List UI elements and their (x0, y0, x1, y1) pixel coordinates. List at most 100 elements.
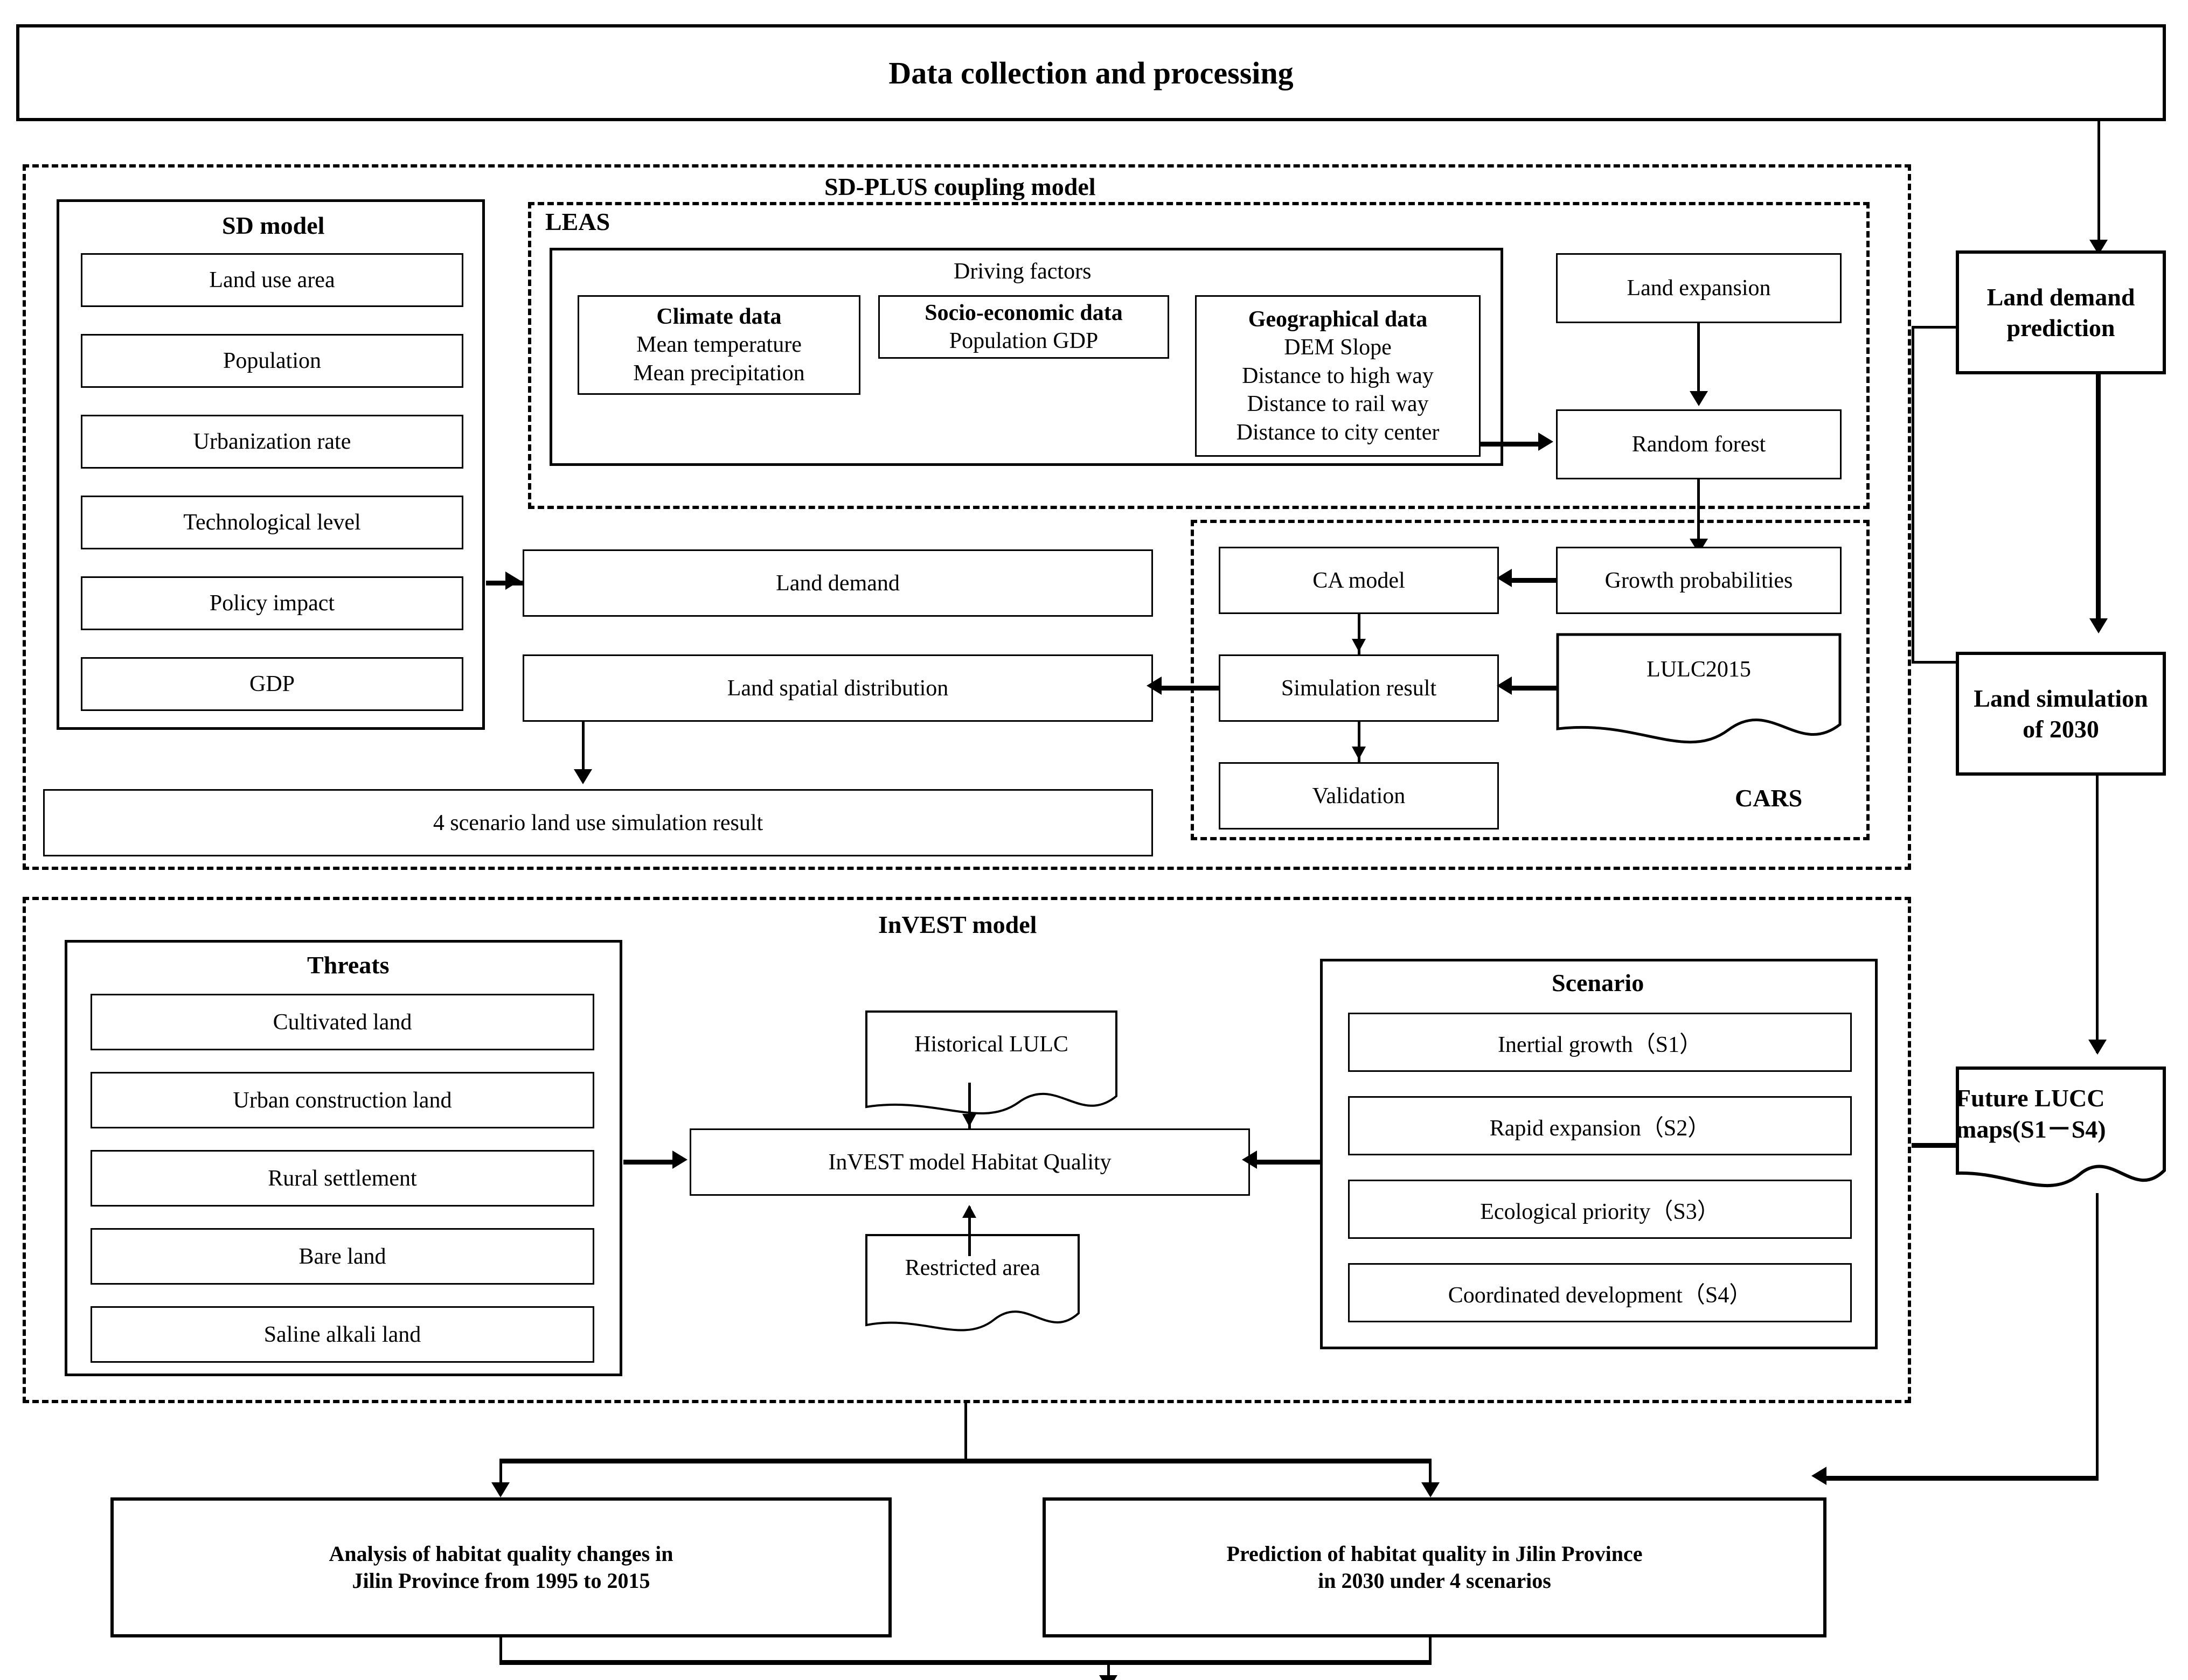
connector-lulc-to-sim (1509, 686, 1557, 691)
threat-item-saline-alkali-land[interactable]: Saline alkali land (91, 1306, 594, 1363)
invest-container (23, 897, 1911, 1403)
four-scenario-result-box[interactable]: 4 scenario land use simulation result (43, 789, 1153, 856)
threats-title: Threats (307, 951, 390, 979)
simulation-result-label: Simulation result (1281, 675, 1437, 701)
climate-data-line: Mean temperature (636, 332, 802, 358)
socio-economic-data-title: Socio-economic data (925, 300, 1123, 325)
threat-item-bare-land[interactable]: Bare land (91, 1228, 594, 1285)
sd-item-label: Urbanization rate (193, 429, 351, 454)
arrowhead-growth-to-ca (1497, 569, 1512, 587)
prediction-output-box[interactable]: Prediction of habitat quality in Jilin P… (1043, 1497, 1826, 1637)
land-simulation-line: Land simulation (1974, 684, 2148, 712)
connector-sim-to-validation (1358, 722, 1360, 762)
geographical-data-line: DEM Slope (1284, 335, 1392, 360)
hook-demand-left (1912, 326, 1957, 329)
connector-sim-to-spatial (1158, 686, 1219, 691)
analysis-output-box[interactable]: Analysis of habitat quality changes in J… (110, 1497, 892, 1637)
ca-model-label: CA model (1312, 568, 1405, 593)
arrowhead-sim-to-spatial (1147, 677, 1162, 695)
analysis-output-line: Analysis of habitat quality changes in (329, 1542, 673, 1566)
threat-item-rural-settlement[interactable]: Rural settlement (91, 1150, 594, 1207)
threat-item-label: Saline alkali land (263, 1322, 421, 1347)
leas-title: LEAS (545, 208, 610, 235)
connector-ca-to-sim (1358, 614, 1360, 654)
sd-item-policy-impact[interactable]: Policy impact (81, 576, 463, 630)
arrowhead-merge-to-discussion (1099, 1675, 1117, 1680)
driving-factors-group (550, 248, 1503, 466)
threat-item-label: Cultivated land (273, 1009, 412, 1035)
climate-data-title: Climate data (656, 304, 782, 329)
prediction-output-line: in 2030 under 4 scenarios (1318, 1569, 1551, 1593)
hook-lucc-left (1912, 1143, 1957, 1148)
arrowhead-spatial-to-four (574, 769, 592, 784)
arrowhead-lulc-to-sim (1497, 677, 1512, 695)
sd-item-label: Policy impact (209, 591, 335, 616)
sd-item-population[interactable]: Population (81, 334, 463, 388)
sd-item-urbanization-rate[interactable]: Urbanization rate (81, 415, 463, 469)
sd-item-gdp[interactable]: GDP (81, 657, 463, 711)
restricted-area-label: Restricted area (905, 1256, 1040, 1280)
arrowhead-threats-to-habitat (672, 1151, 687, 1169)
socio-economic-data-box[interactable]: Socio-economic data Population GDP (878, 295, 1169, 359)
land-spatial-distribution-box[interactable]: Land spatial distribution (523, 654, 1153, 722)
cars-container (1191, 520, 1870, 840)
hook-simulation-left (1912, 661, 1957, 664)
geographical-data-box[interactable]: Geographical data DEM Slope Distance to … (1195, 295, 1481, 457)
scenario-item-label: Ecological priority（S3） (1480, 1199, 1720, 1224)
connector-restricted-to-habitat (968, 1207, 971, 1256)
scenario-item-label: Rapid expansion（S2） (1489, 1116, 1711, 1141)
connector-rf-to-growth (1697, 479, 1700, 550)
land-demand-box[interactable]: Land demand (523, 549, 1153, 617)
validation-label: Validation (1312, 783, 1406, 808)
data-collection-box: Data collection and processing (16, 24, 2166, 121)
random-forest-label: Random forest (1631, 432, 1766, 457)
sd-item-land-use-area[interactable]: Land use area (81, 253, 463, 307)
simulation-result-box[interactable]: Simulation result (1219, 654, 1499, 722)
future-lucc-text-wrap: Future LUCC maps(S1－S4) (1956, 1083, 2166, 1145)
prediction-output-line: Prediction of habitat quality in Jilin P… (1226, 1542, 1643, 1566)
arrowhead-lulc-to-habitat (962, 1114, 976, 1127)
scenario-item-s2[interactable]: Rapid expansion（S2） (1348, 1096, 1852, 1155)
connector-top-to-demand (2097, 121, 2100, 248)
land-demand-prediction-box[interactable]: Land demand prediction (1956, 250, 2166, 374)
driving-factors-title: Driving factors (954, 259, 1092, 284)
hook-demand-down (1912, 326, 1914, 663)
lulc2015-document[interactable]: LULC2015 (1556, 633, 1842, 749)
connector-merge-to-discussion (1107, 1660, 1110, 1680)
land-expansion-label: Land expansion (1627, 276, 1771, 301)
sd-item-technological-level[interactable]: Technological level (81, 496, 463, 549)
growth-probabilities-box[interactable]: Growth probabilities (1556, 547, 1842, 614)
scenario-item-s1[interactable]: Inertial growth（S1） (1348, 1013, 1852, 1072)
threat-item-urban-construction-land[interactable]: Urban construction land (91, 1072, 594, 1128)
sd-item-label: Population (223, 348, 321, 373)
connector-invest-to-split (964, 1403, 967, 1462)
climate-data-box[interactable]: Climate data Mean temperature Mean preci… (578, 295, 860, 395)
cars-label: CARS (1735, 784, 1803, 812)
scenario-item-s4[interactable]: Coordinated development（S4） (1348, 1263, 1852, 1322)
land-simulation-line: of 2030 (2023, 715, 2099, 743)
habitat-quality-box[interactable]: InVEST model Habitat Quality (690, 1128, 1250, 1196)
land-simulation-2030-box[interactable]: Land simulation of 2030 (1956, 652, 2166, 776)
future-lucc-line: maps(S1－S4) (1956, 1115, 2106, 1143)
split-bar-top (499, 1459, 1432, 1463)
restricted-area-document[interactable]: Restricted area (865, 1233, 1080, 1336)
threat-item-cultivated-land[interactable]: Cultivated land (91, 994, 594, 1050)
land-demand-label: Land demand (776, 570, 900, 596)
random-forest-box[interactable]: Random forest (1556, 409, 1842, 479)
threat-item-label: Rural settlement (268, 1166, 417, 1191)
threats-group (65, 940, 622, 1376)
threat-item-label: Urban construction land (233, 1088, 452, 1113)
land-demand-prediction-line: prediction (2006, 314, 2115, 341)
validation-box[interactable]: Validation (1219, 762, 1499, 829)
ca-model-box[interactable]: CA model (1219, 547, 1499, 614)
lulc2015-text-wrap: LULC2015 (1556, 657, 1842, 682)
arrowhead-scenario-to-habitat (1242, 1151, 1257, 1169)
leas-container (528, 202, 1870, 509)
scenario-item-s3[interactable]: Ecological priority（S3） (1348, 1180, 1852, 1239)
historical-lulc-document[interactable]: Historical LULC (865, 1010, 1118, 1120)
arrowhead-split-right (1421, 1482, 1440, 1497)
arrowhead-sd-to-demand (505, 571, 520, 590)
future-lucc-document[interactable]: Future LUCC maps(S1－S4) (1956, 1066, 2166, 1217)
land-expansion-box[interactable]: Land expansion (1556, 253, 1842, 323)
